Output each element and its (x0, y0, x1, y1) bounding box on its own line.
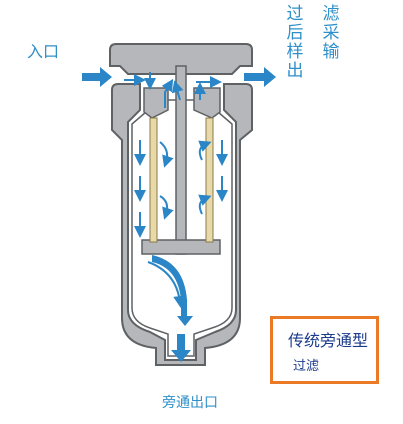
right-filter-element (205, 117, 214, 243)
outlet-arrow (244, 67, 276, 87)
inlet-arrow (82, 67, 112, 87)
info-box-title: 传统旁通型 (288, 331, 369, 350)
info-box-subtitle: 过滤 (293, 359, 320, 374)
bypass-outlet-label: 旁通出口 (162, 395, 218, 411)
bypass-outlet-arrow (171, 334, 191, 362)
bypass-flow-curve (152, 255, 193, 326)
left-filter-element (149, 117, 158, 243)
info-box: 传统旁通型 过滤 (270, 316, 379, 384)
outlet-label-col1: 过后样出 (286, 4, 304, 81)
bottom-plate (141, 239, 221, 255)
flow-arrows (124, 72, 228, 308)
outlet-label-col2: 滤采输 (322, 4, 340, 62)
filter-head-cap (109, 43, 253, 75)
filter-housing (111, 83, 253, 366)
inlet-label: 入口 (27, 42, 60, 61)
